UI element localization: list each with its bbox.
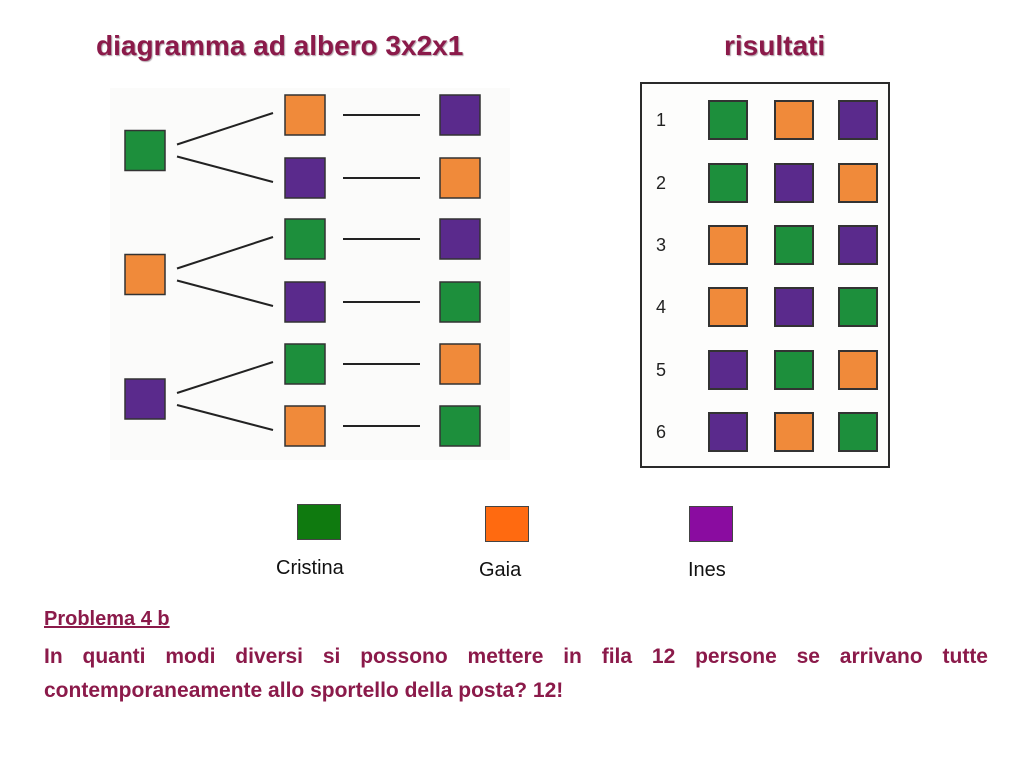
tree-leaf-3-1 xyxy=(439,343,481,385)
tree-node-2-1 xyxy=(284,218,326,260)
problem-text: In quanti modi diversi si possono metter… xyxy=(44,645,988,702)
tree-leaf-2-1 xyxy=(439,218,481,260)
legend-label-cristina: Cristina xyxy=(276,557,344,579)
result-square-green xyxy=(708,100,748,140)
tree-node-1-1 xyxy=(284,94,326,136)
result-row: 5 xyxy=(642,350,888,394)
result-number: 5 xyxy=(656,360,667,380)
tree-branch-line xyxy=(176,112,274,146)
result-square-green xyxy=(838,412,878,452)
tree-diagram-title: diagramma ad albero 3x2x1 xyxy=(96,30,464,61)
tree-node-3-2 xyxy=(284,405,326,447)
result-square-orange xyxy=(708,225,748,265)
tree-node-3-1 xyxy=(284,343,326,385)
result-number: 4 xyxy=(656,297,667,317)
legend-label-gaia: Gaia xyxy=(479,559,522,581)
legend-swatch-ines xyxy=(689,506,733,542)
tree-leaf-1-1 xyxy=(439,94,481,136)
tree-diagram-canvas xyxy=(124,94,481,447)
result-row: 2 xyxy=(642,163,888,207)
legend-swatch-gaia xyxy=(485,506,529,542)
tree-branch-line xyxy=(176,236,274,270)
tree-branch-line xyxy=(176,404,274,431)
result-number: 3 xyxy=(656,235,667,255)
result-square-green xyxy=(774,225,814,265)
result-row: 6 xyxy=(642,412,888,456)
tree-branch-line xyxy=(176,361,274,394)
problem-title: Problema 4 b xyxy=(44,608,170,630)
result-square-orange xyxy=(774,100,814,140)
results-table: 1 2 3 4 5 6 xyxy=(640,82,890,468)
result-square-purple xyxy=(774,287,814,327)
result-square-orange xyxy=(838,350,878,390)
tree-root-2 xyxy=(124,253,166,296)
tree-root-3 xyxy=(124,378,166,420)
tree-node-2-2 xyxy=(284,281,326,323)
result-number: 2 xyxy=(656,173,667,193)
result-number: 1 xyxy=(656,110,667,130)
result-number: 6 xyxy=(656,422,667,442)
result-square-purple xyxy=(838,100,878,140)
result-square-orange xyxy=(838,163,878,203)
result-square-green xyxy=(774,350,814,390)
result-square-orange xyxy=(774,412,814,452)
result-square-purple xyxy=(708,412,748,452)
result-row: 3 xyxy=(642,225,888,269)
legend-label-ines: Ines xyxy=(688,559,726,581)
result-square-orange xyxy=(708,287,748,327)
tree-root-1 xyxy=(124,129,166,172)
tree-leaf-2-2 xyxy=(439,281,481,323)
tree-node-1-2 xyxy=(284,157,326,199)
result-square-green xyxy=(838,287,878,327)
tree-diagram xyxy=(110,88,510,460)
tree-branch-line xyxy=(176,155,274,183)
tree-leaf-3-2 xyxy=(439,405,481,447)
result-row: 1 xyxy=(642,100,888,144)
tree-branch-line xyxy=(176,279,274,307)
result-row: 4 xyxy=(642,287,888,331)
tree-leaf-1-2 xyxy=(439,157,481,199)
result-square-purple xyxy=(838,225,878,265)
result-square-purple xyxy=(708,350,748,390)
results-title: risultati xyxy=(724,30,826,61)
result-square-green xyxy=(708,163,748,203)
result-square-purple xyxy=(774,163,814,203)
legend-swatch-cristina xyxy=(297,504,341,540)
